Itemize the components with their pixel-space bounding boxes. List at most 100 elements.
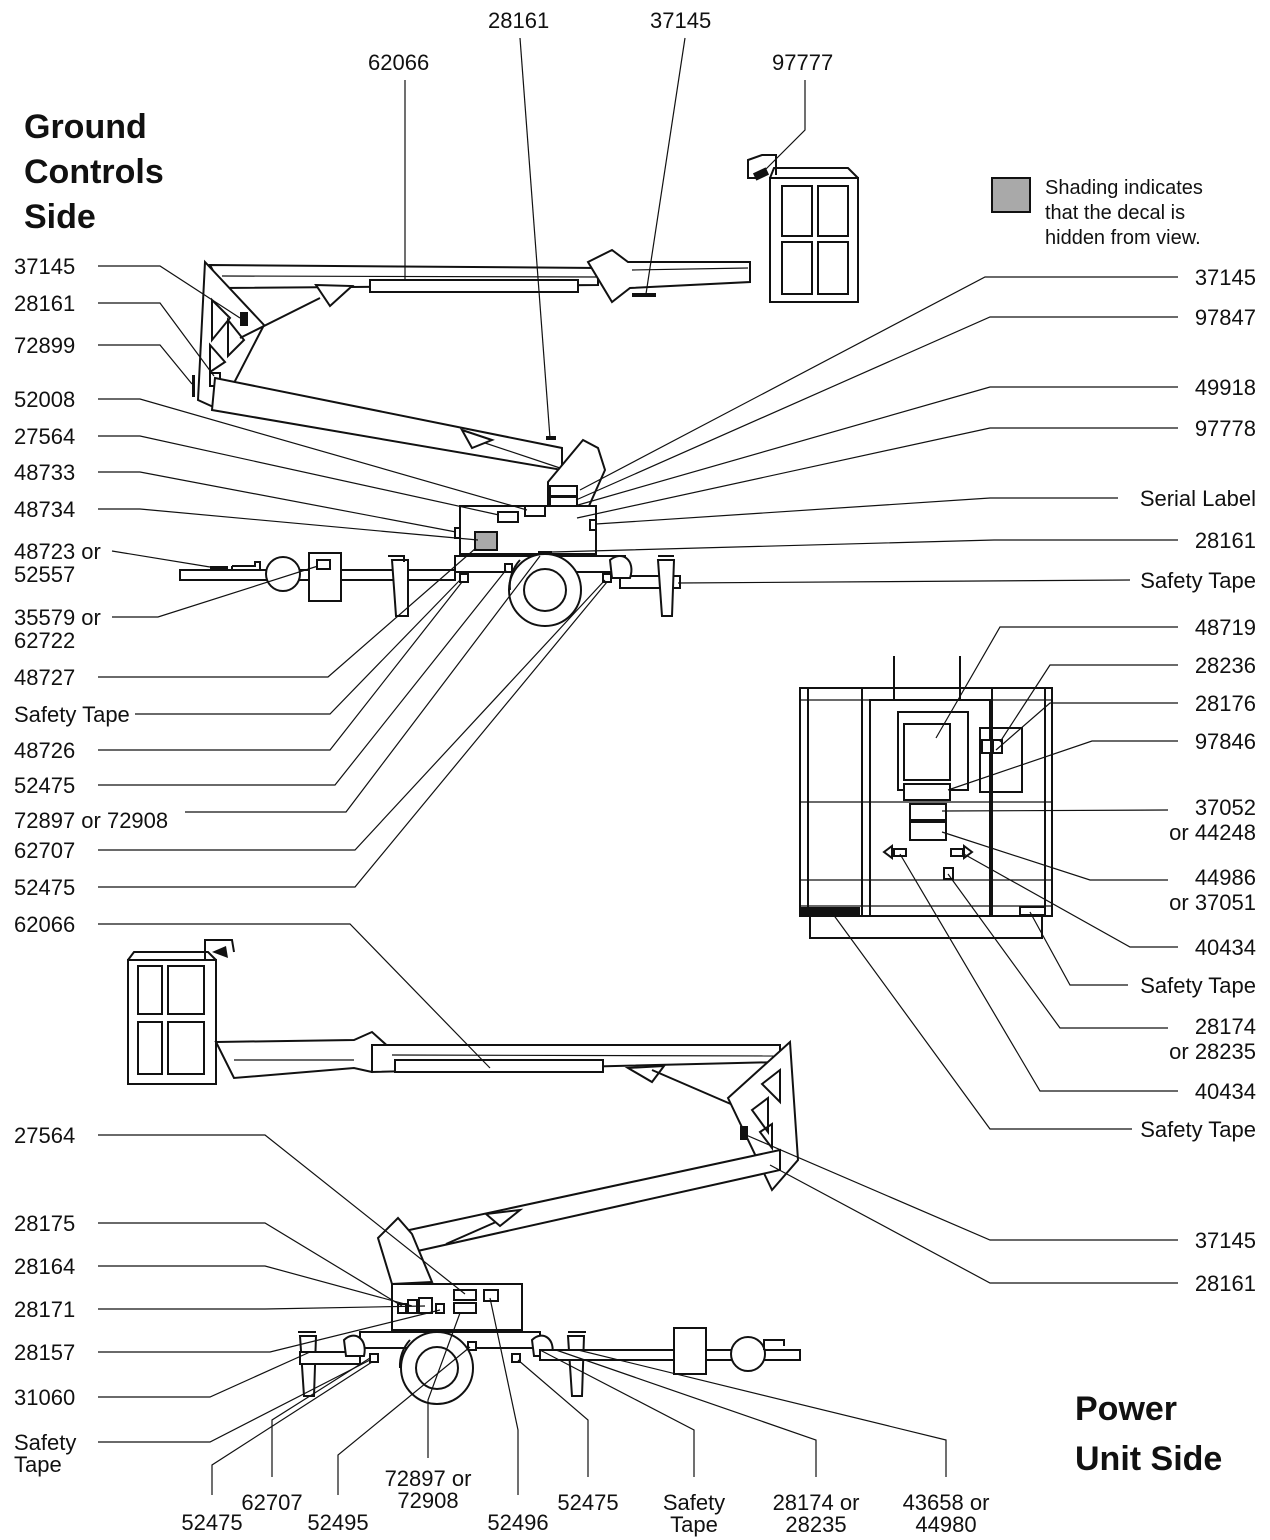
legend-text: that the decal is [1045,202,1185,224]
top-callout-labels: 28161 37145 62066 97777 [368,8,833,75]
wheel [508,553,582,627]
callout-label: 27564 [14,1123,75,1148]
decal-48734 [474,531,498,551]
callout-label: 48719 [1195,615,1256,640]
callout-label: Safety Tape [1140,568,1256,593]
callout-label: 28235 [785,1512,846,1537]
callout-label: 48734 [14,497,75,522]
callout-label: 28161 [14,291,75,316]
callout-label: 40434 [1195,1079,1256,1104]
callout-label: 52557 [14,562,75,587]
callout-label: 37052 [1195,795,1256,820]
callout-label: 72908 [397,1488,458,1513]
callout-label: 52475 [14,773,75,798]
callout-label: or 44248 [1169,820,1256,845]
heading-line: Unit Side [1075,1440,1222,1478]
callout-label: Safety Tape [1140,973,1256,998]
callout-label: or 37051 [1169,890,1256,915]
callout-label: 72897 or 72908 [14,808,168,833]
callout-label: 52475 [557,1490,618,1515]
callout-label: 62066 [368,50,429,75]
decal-97847 [549,485,578,497]
callout-label: 28171 [14,1297,75,1322]
decal-52475-power-rear [511,1353,521,1363]
legend-swatch [991,177,1031,213]
decal-40434-left [893,848,907,857]
callout-label: Safety [14,1430,76,1455]
decal-40434-right [950,848,964,857]
callout-label: 28161 [1195,1271,1256,1296]
decal-97777 [752,167,770,181]
callout-label: 37145 [1195,265,1256,290]
callout-label: 62707 [241,1490,302,1515]
callout-label: 28175 [14,1211,75,1236]
callout-label: 72897 or [385,1466,472,1491]
callout-label: 31060 [14,1385,75,1410]
decal-48719 [903,723,951,781]
power-bottom-labels: 52475 62707 52495 72897 or 72908 52496 5… [181,1466,989,1537]
decal-72897 [453,1302,477,1314]
callout-label: 43658 or [903,1490,990,1515]
callout-label: 48723 or [14,539,101,564]
heading-line: Ground [24,108,147,146]
decal-28161-lower [546,436,556,440]
callout-label: 97846 [1195,729,1256,754]
callout-label: 52495 [307,1510,368,1535]
callout-label: 28174 [1195,1014,1256,1039]
decal-62066-power [394,1059,604,1073]
callout-label: 49918 [1195,375,1256,400]
platform-basket [769,177,859,303]
callout-label: 35579 or [14,605,101,630]
callout-label: 40434 [1195,935,1256,960]
decal-35579 [316,559,331,570]
ground-left-labels: 37145 28161 72899 52008 27564 48733 4873… [14,254,168,937]
tongue-box [673,1327,707,1375]
callout-label: 62707 [14,838,75,863]
decal-37145-power [740,1126,748,1140]
decal-28176 [992,739,1003,754]
decal-28157 [435,1303,445,1314]
ground-controls-heading: Ground Controls Side [24,108,164,236]
callout-label: 28161 [488,8,549,33]
decal-62707 [504,563,513,573]
callout-label: 37145 [1195,1228,1256,1253]
callout-label: 72899 [14,333,75,358]
callout-label: 28164 [14,1254,75,1279]
callout-label: or 28235 [1169,1039,1256,1064]
callout-label: Tape [14,1452,62,1477]
callout-label: 97778 [1195,416,1256,441]
power-unit-heading: Power Unit Side [1075,1390,1222,1478]
heading-line: Controls [24,153,164,191]
callout-label: Safety Tape [14,702,130,727]
callout-label: Serial Label [1140,486,1256,511]
callout-label: 28236 [1195,653,1256,678]
leader-lines [98,37,1178,1495]
callout-label: 62722 [14,628,75,653]
callout-label: 52475 [14,875,75,900]
decal-44986 [909,821,947,841]
decal-97846 [903,783,951,801]
decal-serial-label [589,519,597,531]
tongue-box [308,552,342,602]
decal-28236 [981,739,992,754]
callout-label: 28161 [1195,528,1256,553]
legend-text: hidden from view. [1045,227,1201,249]
decal-28175 [397,1303,407,1314]
decal-52495 [467,1341,477,1351]
decal-52475-power [369,1353,379,1363]
heading-line: Side [24,198,96,236]
callout-label: 28157 [14,1340,75,1365]
power-side-machine [127,939,801,1405]
decal-62066 [369,279,579,293]
heading-line: Power [1075,1390,1177,1428]
decal-48723 [210,566,228,570]
legend-text: Shading indicates [1045,177,1203,199]
callout-label: 28176 [1195,691,1256,716]
callout-label: 48727 [14,665,75,690]
decal-28161 [240,312,248,326]
power-left-labels: 27564 28175 28164 28171 28157 31060 Safe… [14,1123,76,1477]
callout-label: 37145 [14,254,75,279]
callout-label: 44986 [1195,865,1256,890]
callout-label: 37145 [650,8,711,33]
ground-right-labels: 37145 97847 49918 97778 Serial Label 281… [1140,265,1256,593]
